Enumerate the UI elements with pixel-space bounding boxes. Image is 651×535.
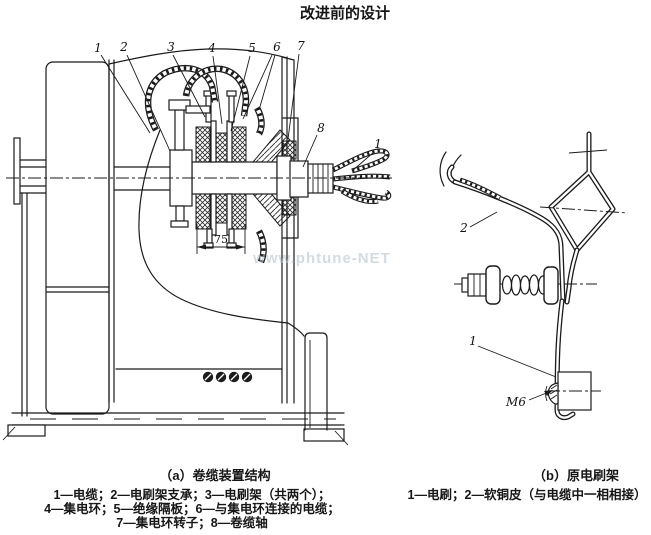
caption-a: （a）卷缆装置结构 xyxy=(159,468,270,483)
diagram-b: 2 1 M6 xyxy=(439,131,629,421)
cable-drum xyxy=(45,59,115,415)
legend-a-line3: 7—集电环转子；8—卷缆轴 xyxy=(116,515,267,530)
legend-b-line1: 1—电刷；2—软铜皮（与电缆中一相相接） xyxy=(408,487,647,502)
caption-b: （b）原电刷架 xyxy=(533,468,619,483)
callout-numbers-a: 1 2 3 4 5 6 7 8 1 xyxy=(94,39,382,151)
page-title: 改进前的设计 xyxy=(300,4,390,22)
legend-a-line2: 4—集电环；5—绝缘隔板；6—与集电环连接的电缆； xyxy=(44,501,340,516)
diamond-loop xyxy=(539,131,629,305)
frame-right-plate xyxy=(281,56,295,404)
callout-numbers-b: 2 1 M6 xyxy=(459,221,526,409)
callout-8: 8 xyxy=(317,121,325,135)
callout-leaders-a xyxy=(100,53,375,172)
frame-top-edge xyxy=(108,48,288,65)
callout-1: 1 xyxy=(94,41,102,55)
callout-5: 5 xyxy=(248,41,256,55)
copper-strip xyxy=(446,164,566,303)
dimension-75-value: 75 xyxy=(214,233,228,246)
callout-leaders-b xyxy=(469,211,557,401)
callout-1-brush: 1 xyxy=(469,334,477,348)
callout-3: 3 xyxy=(167,40,175,54)
dimension-75: 75 xyxy=(196,224,246,254)
callout-2: 2 xyxy=(119,40,128,54)
brush-arm-lower xyxy=(554,298,576,421)
callout-6: 6 xyxy=(273,40,281,54)
diagram-a: 75 1 2 3 4 5 6 7 8 1 xyxy=(2,39,392,446)
callout-1-cable: 1 xyxy=(374,137,382,151)
base-frame xyxy=(2,332,349,446)
text-blocks: 改进前的设计 www.phtune-NET （a）卷缆装置结构 1—电缆；2—电… xyxy=(44,4,646,530)
callout-7: 7 xyxy=(297,39,305,53)
callout-4: 4 xyxy=(207,41,216,55)
label-m6: M6 xyxy=(505,395,526,409)
spring-bolt-assembly xyxy=(454,265,597,305)
legend-a-line1: 1—电缆；2—电刷架支承；3—电刷架（共两个）； xyxy=(53,487,330,502)
callout-2-strip: 2 xyxy=(459,221,468,235)
shaft-flange-left xyxy=(13,137,47,417)
cable-end-wires xyxy=(333,151,390,202)
brush-block xyxy=(545,371,601,411)
watermark: www.phtune-NET xyxy=(252,250,391,267)
mounting-bolts-row xyxy=(115,368,283,383)
